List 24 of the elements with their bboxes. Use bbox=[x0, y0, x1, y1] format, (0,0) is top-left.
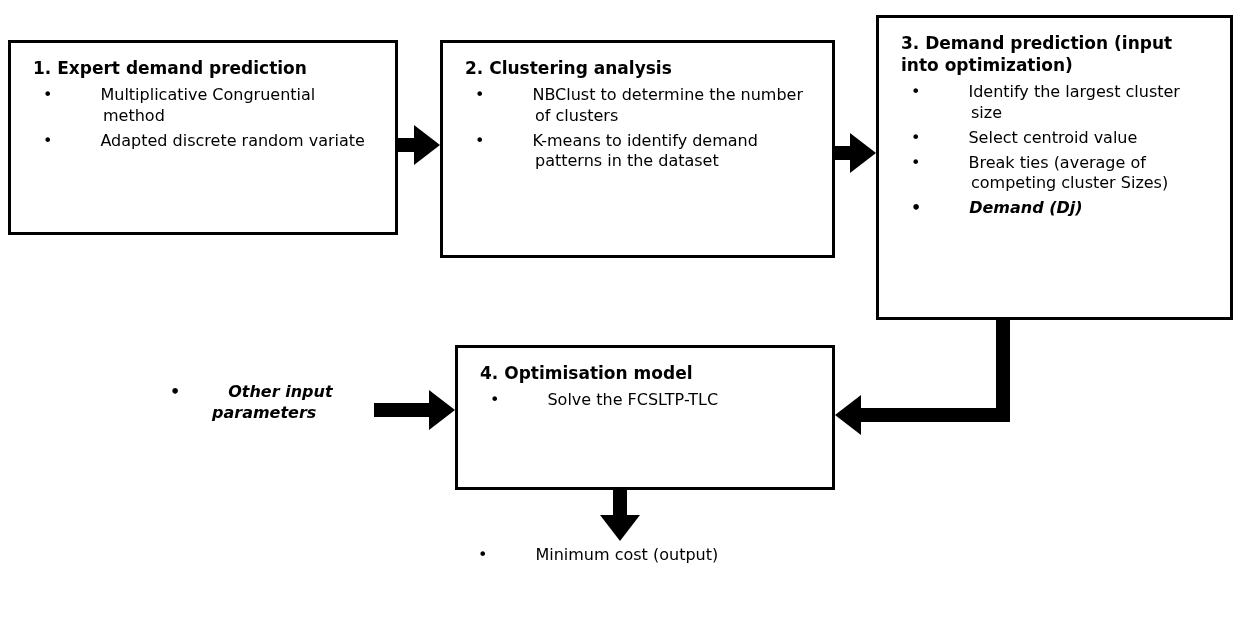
bullet-item: • Break ties (average of competing cluster Sizes) bbox=[911, 152, 1170, 195]
box-heading: 3. Demand prediction (input into optimization) bbox=[901, 32, 1174, 77]
process-box bbox=[440, 40, 835, 258]
bullet-item: • Other input parameters bbox=[170, 382, 334, 424]
arrow bbox=[374, 390, 455, 430]
bullet-item: • NBClust to determine the number of clusters bbox=[475, 85, 804, 127]
bullet-item: • Select centroid value bbox=[911, 127, 1139, 149]
process-box bbox=[8, 40, 398, 235]
box-heading: 2. Clustering analysis bbox=[465, 57, 673, 80]
process-box bbox=[455, 345, 835, 490]
bullet-item: • Solve the FCSLTP-TLC bbox=[490, 390, 720, 411]
box-heading: 4. Optimisation model bbox=[480, 362, 694, 385]
bullet-item: • Minimum cost (output) bbox=[478, 545, 720, 566]
arrow bbox=[835, 320, 1010, 435]
box-heading: 1. Expert demand prediction bbox=[33, 57, 308, 80]
bullet-item: • Multiplicative Congruential method bbox=[43, 85, 317, 127]
bullet-item: • Demand (Dj) bbox=[911, 198, 1084, 219]
arrow bbox=[835, 133, 876, 173]
bullet-item: • K-means to identify demand patterns in the dataset bbox=[475, 130, 759, 173]
bullet-item: • Adapted discrete random variate bbox=[43, 130, 366, 152]
process-box bbox=[876, 15, 1233, 320]
bullet-item: • Identify the largest cluster size bbox=[911, 82, 1181, 124]
arrow bbox=[398, 125, 440, 165]
arrow bbox=[600, 490, 640, 541]
